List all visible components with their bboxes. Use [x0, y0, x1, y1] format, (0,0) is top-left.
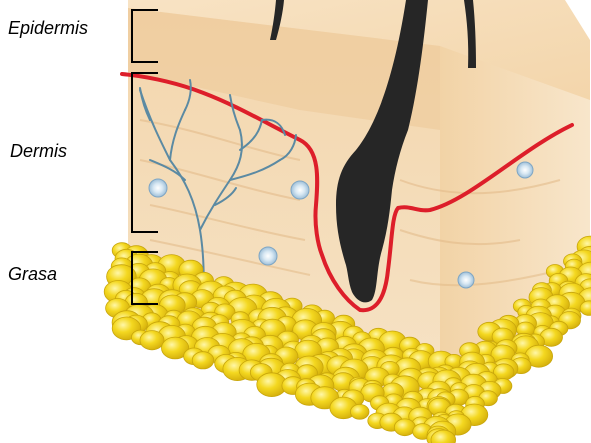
fat-globule-icon — [394, 419, 415, 436]
epidermis-label: Epidermis — [8, 19, 88, 37]
skin-cell-icon — [259, 247, 277, 265]
skin-cell-icon — [291, 181, 309, 199]
fat-globule-icon — [140, 331, 164, 350]
skin-cell-icon — [149, 179, 167, 197]
fat-globule-icon — [192, 352, 214, 369]
fat-globule-icon — [350, 404, 369, 419]
skin-cell-icon — [458, 272, 474, 288]
grasa-label: Grasa — [8, 265, 57, 283]
skin-cell-icon — [517, 162, 533, 178]
dermis-label: Dermis — [10, 142, 67, 160]
